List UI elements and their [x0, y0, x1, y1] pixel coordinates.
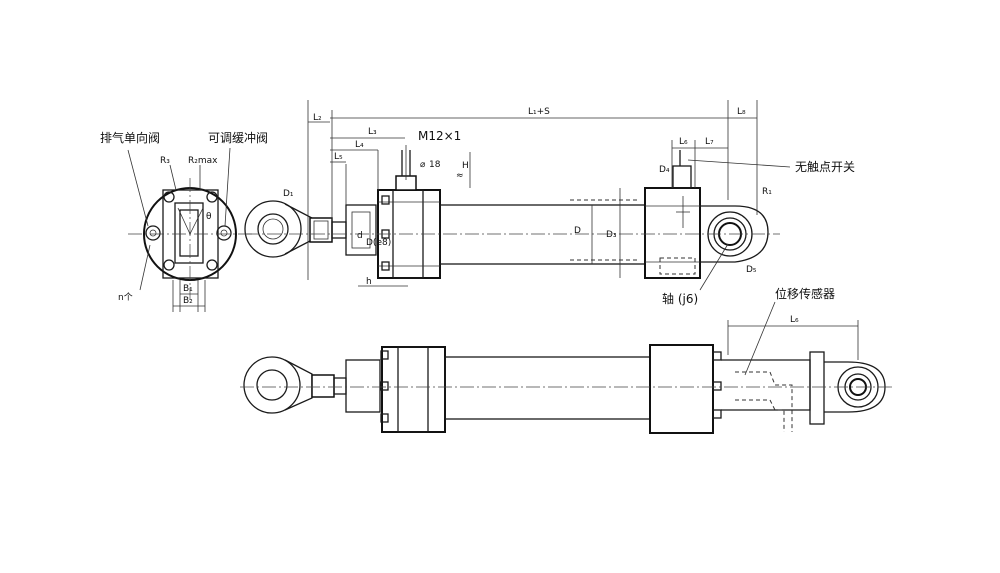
- leader-line: [744, 301, 776, 376]
- front-head: [381, 346, 446, 433]
- dim-r3: R₃: [160, 156, 170, 166]
- head-bolt: [381, 261, 390, 271]
- bolt-hole: [163, 191, 175, 203]
- proximity-switch-label: 无触点开关: [795, 160, 855, 174]
- head-bolt: [712, 381, 722, 391]
- end-view-slot-inner: [179, 209, 199, 257]
- rear-head: [644, 187, 701, 279]
- rod-lock-nut: [311, 374, 335, 398]
- n-count-label: n个: [118, 292, 133, 303]
- gland: [345, 204, 377, 256]
- dim-l6: L₆: [679, 137, 688, 147]
- head-bolt: [380, 413, 389, 423]
- dim-r2max: R₂max: [188, 156, 218, 166]
- leader-line: [139, 244, 151, 291]
- piston-rod-end: [331, 221, 347, 239]
- head-bolt: [712, 409, 722, 419]
- rod-eye-bore: [256, 369, 288, 401]
- rod-eye-neck: [284, 359, 313, 411]
- displacement-sensor-label: 位移传感器: [775, 286, 835, 301]
- rod-eye-bore: [257, 213, 289, 245]
- front-head-flange: [397, 346, 429, 433]
- sensor-hidden: [735, 371, 793, 432]
- exhaust-valve-port-inner: [149, 229, 157, 237]
- bolt-hole: [163, 259, 175, 271]
- dim-b1: B₁: [183, 284, 193, 294]
- dim-b2: B₂: [183, 296, 193, 306]
- cylinder-barrel: [444, 356, 651, 420]
- leader-line: [224, 147, 231, 227]
- angle-line: [177, 207, 191, 235]
- diameter-symbol: ⌀: [420, 160, 426, 170]
- dim-l3: L₃: [368, 127, 377, 137]
- leader-line: [687, 159, 791, 168]
- adjustable-buffer-valve-label: 可调缓冲阀: [208, 130, 268, 145]
- gland: [345, 359, 381, 413]
- dim-r1: R₁: [762, 187, 772, 197]
- diameter-18-label: 18: [429, 160, 441, 170]
- dim-l1s: L₁+S: [528, 107, 550, 117]
- sensor-flange: [809, 351, 825, 425]
- dim-l7: L₇: [705, 137, 714, 147]
- dim-h-small: h: [366, 277, 372, 287]
- exhaust-check-valve-label: 排气单向阀: [100, 130, 160, 145]
- dim-d: d: [357, 231, 363, 241]
- theta-label: θ: [206, 212, 212, 222]
- exhaust-valve-port: [145, 225, 161, 241]
- rod-eye-bore-inner: [262, 218, 284, 240]
- dim-l9: L₆: [790, 315, 799, 325]
- piston-rod-end: [333, 377, 347, 395]
- dim-d4: D₄: [659, 165, 670, 175]
- buffer-valve-port: [216, 225, 232, 241]
- leader-line: [127, 149, 149, 227]
- dim-d1: D₁: [283, 189, 294, 199]
- dim-l8: L₈: [737, 107, 746, 117]
- bolt-hole: [206, 259, 218, 271]
- bottom-view: L₆ 位移传感器: [240, 286, 895, 434]
- dim-h: H: [462, 161, 469, 171]
- rod-lock-nut: [309, 217, 333, 243]
- buffer-valve-port-inner: [220, 229, 228, 237]
- leader-line: [169, 164, 177, 191]
- sensor-housing: [721, 359, 811, 411]
- sensor-hidden: [735, 399, 785, 432]
- dim-d: D: [574, 226, 581, 236]
- dim-de8: D(e8): [366, 238, 391, 248]
- head-bolt: [380, 381, 389, 391]
- head-bolt: [381, 195, 390, 205]
- dim-l4: L₄: [355, 140, 364, 150]
- bolt-hole: [206, 191, 218, 203]
- rear-head: [649, 344, 714, 434]
- head-bolt: [712, 351, 722, 361]
- rod-lock-nut-inner: [313, 220, 329, 240]
- rod-eye-outer: [244, 200, 302, 258]
- proximity-switch: [672, 165, 692, 189]
- dim-d3: D₃: [606, 230, 617, 240]
- end-view-slot: [174, 202, 204, 264]
- rear-head-hidden: [659, 257, 696, 275]
- rear-clevis: [700, 205, 769, 263]
- end-view: 排气单向阀 可调缓冲阀 R₃ R₂max θ n个 B₁ B₂: [100, 130, 268, 312]
- rear-clevis: [824, 361, 886, 413]
- side-view: L₁+S L₂ L₃ L₄ L₅ L₆ L₇ L₈ M12×1 ⌀ 18 ≈ H…: [244, 100, 855, 306]
- thread-spec-label: M12×1: [418, 129, 461, 143]
- rod-eye-outer: [243, 356, 301, 414]
- head-bolt: [380, 350, 389, 360]
- shaft-fit-label: 轴 (j6): [662, 291, 698, 306]
- dim-l5: L₅: [334, 152, 343, 162]
- leader-line: [699, 243, 729, 291]
- angle-line: [189, 207, 204, 235]
- gland-inner: [351, 211, 371, 249]
- dim-d5: D₅: [746, 265, 757, 275]
- approx-label: ≈: [456, 171, 464, 181]
- dim-l2: L₂: [313, 113, 322, 123]
